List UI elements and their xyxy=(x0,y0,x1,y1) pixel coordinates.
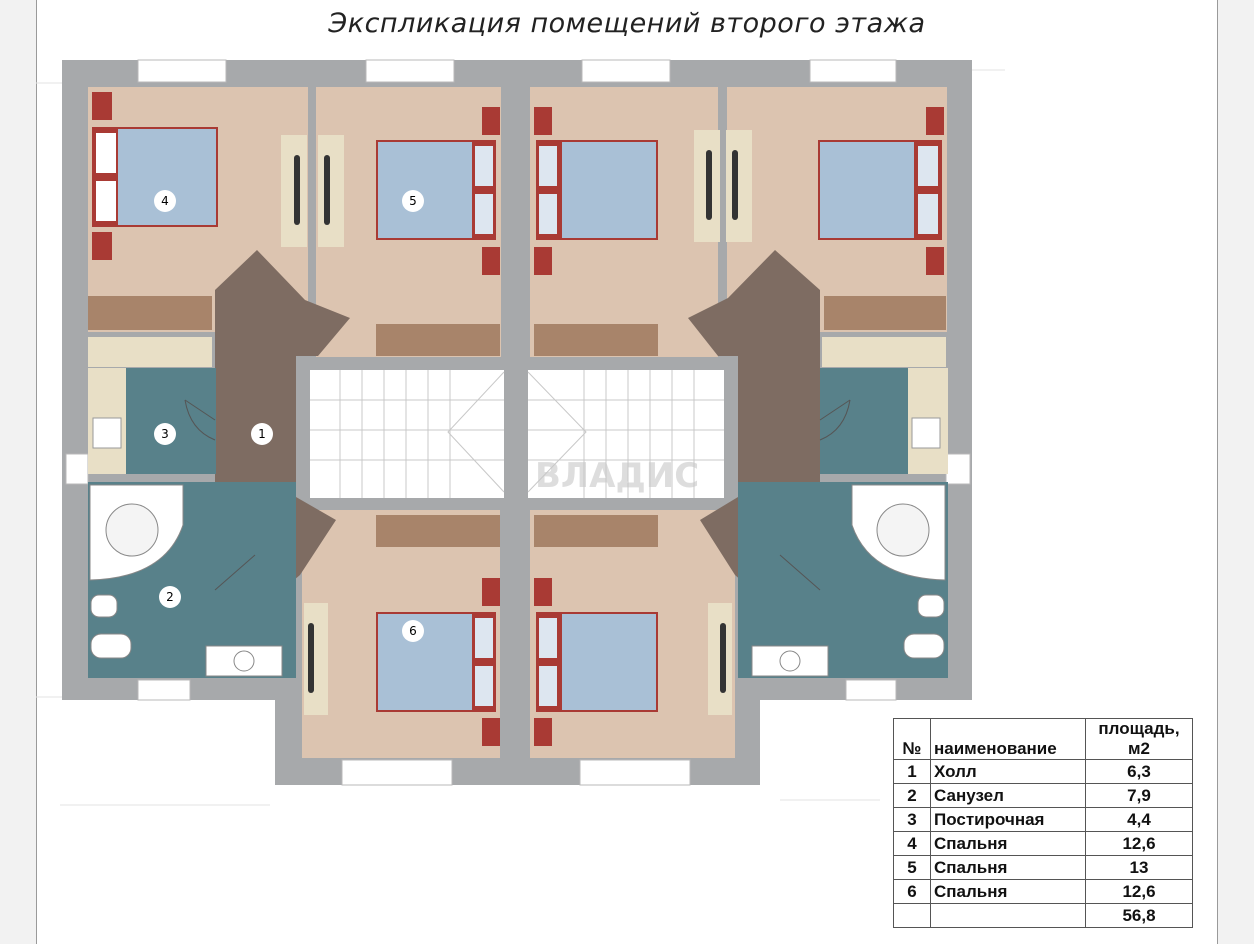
table-row: 4 Спальня 12,6 xyxy=(893,831,1193,856)
room-marker-6: 6 xyxy=(402,620,424,642)
windows xyxy=(65,59,971,786)
room-markers: 1 2 3 4 5 6 xyxy=(154,190,424,642)
row-name: Спальня xyxy=(930,855,1086,880)
table-total-row: 56,8 xyxy=(893,903,1193,928)
header-area: площадь,м2 xyxy=(1085,718,1193,760)
explication-table: № наименование площадь,м2 1 Холл 6,3 2 С… xyxy=(893,718,1193,928)
table-row: 1 Холл 6,3 xyxy=(893,759,1193,784)
row-area: 4,4 xyxy=(1085,807,1193,832)
row-num: 5 xyxy=(893,855,931,880)
row-area: 12,6 xyxy=(1085,879,1193,904)
room-marker-1: 1 xyxy=(251,423,273,445)
header-area-line1: площадь, xyxy=(1098,719,1180,738)
row-name: Спальня xyxy=(930,831,1086,856)
row-name: Санузел xyxy=(930,783,1086,808)
row-area: 6,3 xyxy=(1085,759,1193,784)
room-marker-4: 4 xyxy=(154,190,176,212)
page-title: Экспликация помещений второго этажа xyxy=(328,8,926,39)
room-marker-3: 3 xyxy=(154,423,176,445)
row-name: Холл xyxy=(930,759,1086,784)
table-row: 2 Санузел 7,9 xyxy=(893,783,1193,808)
bathroom-fixtures xyxy=(89,484,946,677)
row-num: 6 xyxy=(893,879,931,904)
svg-text:2: 2 xyxy=(166,590,174,604)
svg-text:5: 5 xyxy=(409,194,417,208)
table-header-row: № наименование площадь,м2 xyxy=(893,718,1193,760)
svg-text:4: 4 xyxy=(161,194,169,208)
row-num: 4 xyxy=(893,831,931,856)
table-row: 6 Спальня 12,6 xyxy=(893,879,1193,904)
row-area: 7,9 xyxy=(1085,783,1193,808)
room-marker-2: 2 xyxy=(159,586,181,608)
door-swings xyxy=(184,399,851,591)
wardrobes xyxy=(88,296,946,547)
watermark: ВЛАДИС xyxy=(535,456,699,496)
tv-units xyxy=(281,130,752,715)
total-num-empty xyxy=(893,903,931,928)
row-num: 2 xyxy=(893,783,931,808)
staircase xyxy=(310,370,724,498)
table-row: 5 Спальня 13 xyxy=(893,855,1193,880)
laundry-floors xyxy=(88,337,948,474)
total-area: 56,8 xyxy=(1085,903,1193,928)
nightstands xyxy=(92,92,944,746)
row-area: 12,6 xyxy=(1085,831,1193,856)
header-num: № xyxy=(893,718,931,760)
total-name-empty xyxy=(930,903,1086,928)
svg-text:6: 6 xyxy=(409,624,417,638)
beds xyxy=(92,127,942,712)
svg-text:1: 1 xyxy=(258,427,266,441)
row-num: 1 xyxy=(893,759,931,784)
row-area: 13 xyxy=(1085,855,1193,880)
header-area-line2: м2 xyxy=(1127,739,1151,758)
row-name: Спальня xyxy=(930,879,1086,904)
table-row: 3 Постирочная 4,4 xyxy=(893,807,1193,832)
room-marker-5: 5 xyxy=(402,190,424,212)
row-name: Постирочная xyxy=(930,807,1086,832)
svg-text:3: 3 xyxy=(161,427,169,441)
row-num: 3 xyxy=(893,807,931,832)
header-name: наименование xyxy=(930,718,1086,760)
